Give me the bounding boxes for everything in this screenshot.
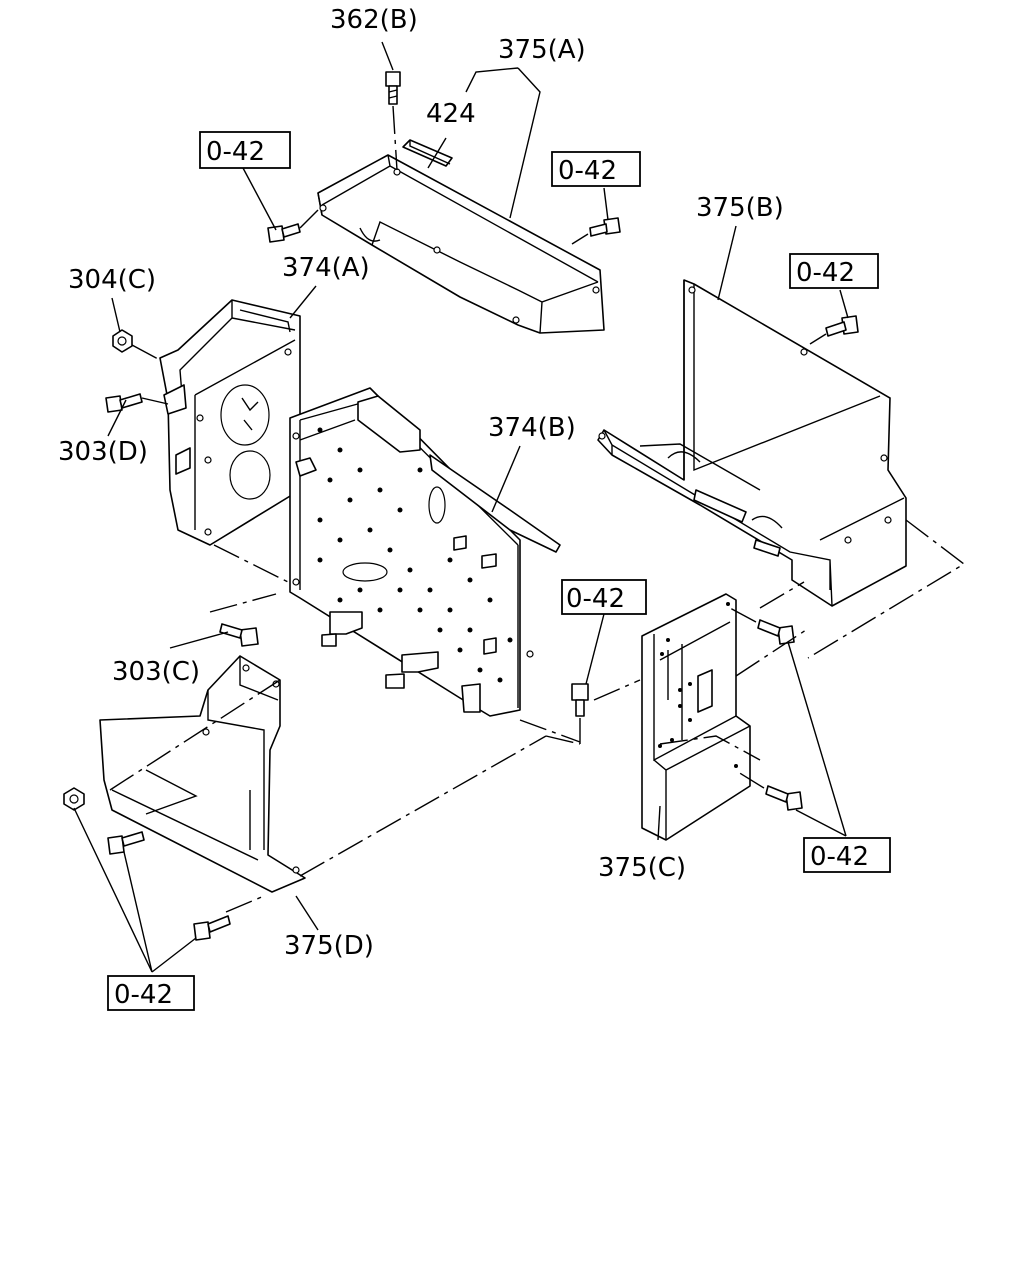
- label-303c: 303(C): [112, 657, 200, 687]
- ref-box-text: 0-42: [114, 980, 173, 1010]
- label-375a: 375(A): [498, 35, 586, 65]
- label-303d: 303(D): [58, 437, 148, 467]
- label-304c: 304(C): [68, 265, 156, 295]
- bolt-303d: [105, 393, 169, 413]
- part-375a-top-cover: [317, 154, 605, 334]
- bolt-0-42-375c-lower: [737, 771, 803, 811]
- ref-box-0-42-2: 0-42: [551, 151, 641, 187]
- bolt-375a-right: [571, 217, 621, 245]
- label-375d: 375(D): [284, 931, 374, 961]
- ref-box-text: 0-42: [566, 584, 625, 614]
- leader-lines: [73, 41, 849, 973]
- part-labels: 362(B) 375(A) 424 375(B) 304(C) 374(A) 3…: [58, 5, 784, 961]
- label-374a: 374(A): [282, 253, 370, 283]
- part-375b-right-cover: [597, 279, 907, 607]
- bolt-375a-left: [267, 209, 319, 243]
- part-424-strip: [402, 139, 453, 167]
- ref-box-0-42-5: 0-42: [803, 837, 891, 873]
- bolt-0-42-lower-left-1: [107, 831, 145, 855]
- bolt-303c: [219, 623, 259, 647]
- bolt-0-42-375b: [809, 315, 859, 345]
- bolt-0-42-375c-left: [571, 683, 589, 744]
- part-375d-bottom-cover: [99, 655, 306, 893]
- ref-box-text: 0-42: [810, 842, 869, 872]
- ref-box-0-42-3: 0-42: [789, 253, 879, 289]
- label-375c: 375(C): [598, 853, 686, 883]
- nut-0-42-lower-left: [63, 787, 85, 811]
- label-362b: 362(B): [330, 5, 418, 35]
- ref-box-text: 0-42: [206, 137, 265, 167]
- part-374a-bracket: [159, 299, 301, 583]
- ref-box-0-42-1: 0-42: [199, 131, 291, 169]
- label-424: 424: [426, 99, 476, 129]
- bolt-0-42-lower-left-2: [193, 915, 231, 941]
- part-375c-small-cover: [641, 593, 751, 841]
- bolt-362b: [385, 71, 401, 171]
- ref-box-text: 0-42: [558, 156, 617, 186]
- bolt-0-42-375c-upper: [729, 607, 795, 645]
- label-374b: 374(B): [488, 413, 576, 443]
- label-375b: 375(B): [696, 193, 784, 223]
- ref-box-0-42-6: 0-42: [107, 975, 195, 1011]
- ref-box-0-42-4: 0-42: [561, 579, 647, 615]
- nut-304c: [112, 329, 161, 361]
- ref-box-text: 0-42: [796, 258, 855, 288]
